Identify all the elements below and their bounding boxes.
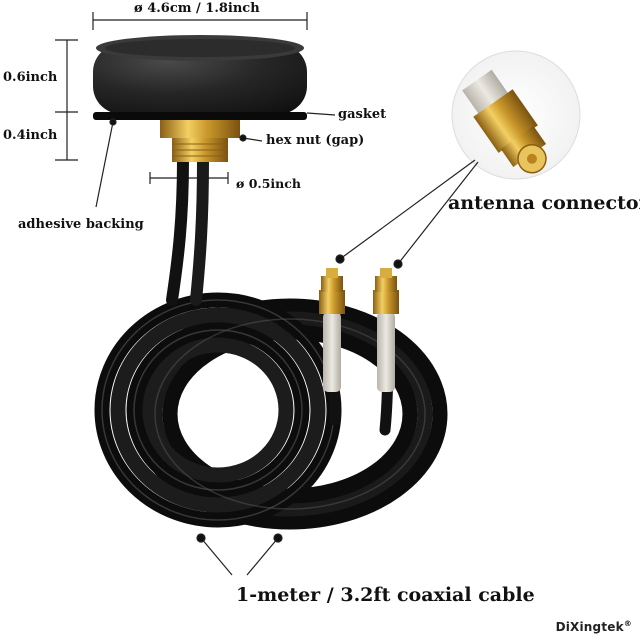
dimension-lines [55,12,308,184]
thread-diameter-label: ø 0.5inch [236,176,301,191]
height-bottom-label: 0.4inch [3,128,58,143]
hex-nut [160,120,240,162]
sma-connector-left [319,268,345,392]
brand-name: DiXingtek [555,620,624,634]
antenna-puck [93,35,307,120]
cable-label: 1-meter / 3.2ft coaxial cable [236,584,535,606]
adhesive-label: adhesive backing [18,217,144,232]
coaxial-cable-coil [94,154,448,530]
sma-connector-right [373,268,399,392]
trademark-symbol: ® [623,619,632,628]
pointer-lines [95,112,479,576]
gasket-label: gasket [338,107,387,122]
diameter-label: ø 4.6cm / 1.8inch [134,1,260,16]
height-top-label: 0.6inch [3,70,58,85]
brand-logo: DiXingtek® [556,619,632,634]
hex-nut-label: hex nut (gap) [266,133,365,148]
connector-label: antenna connector [448,192,640,214]
connector-zoom [451,50,581,180]
